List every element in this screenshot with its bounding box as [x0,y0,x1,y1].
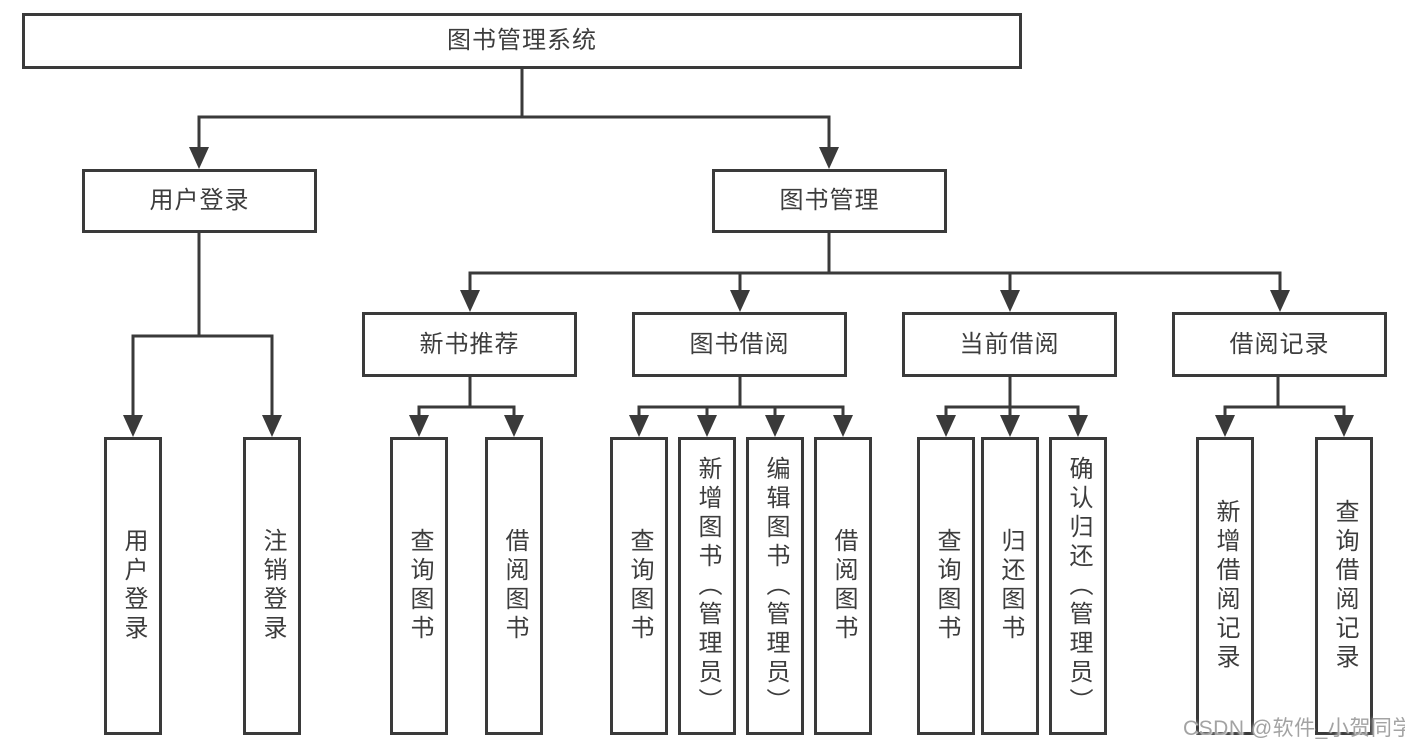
node-book-borrow: 图书借阅 [632,312,847,377]
leaf-borrow-book-label: 借阅图书 [830,528,857,644]
node-user-login: 用户登录 [82,169,317,233]
node-book-borrow-label: 图书借阅 [689,330,790,358]
leaf-query-book-current-label: 查询图书 [933,528,960,644]
leaf-edit-book-admin-label: 编辑图书（管理员） [762,455,789,717]
leaf-query-borrow-record-label: 查询借阅记录 [1331,499,1358,673]
node-borrow-records-label: 借阅记录 [1229,330,1330,358]
leaf-query-book-borrow-label: 查询图书 [626,528,653,644]
csdn-watermark: CSDN @软件_小贺同学 [1183,717,1405,740]
leaf-query-borrow-record: 查询借阅记录 [1315,437,1373,735]
leaf-query-book-recommend: 查询图书 [390,437,448,735]
node-root-label: 图书管理系统 [447,27,597,54]
leaf-logout: 注销登录 [243,437,301,735]
node-book-management-label: 图书管理 [779,187,880,214]
leaf-add-borrow-record: 新增借阅记录 [1196,437,1254,735]
node-current-borrow: 当前借阅 [902,312,1117,377]
leaf-edit-book-admin: 编辑图书（管理员） [746,437,804,735]
leaf-return-book: 归还图书 [981,437,1039,735]
leaf-query-book-current: 查询图书 [917,437,975,735]
node-new-book-recommend: 新书推荐 [362,312,577,377]
leaf-borrow-book: 借阅图书 [814,437,872,735]
arrowheads [123,147,1354,437]
leaf-user-login-label: 用户登录 [120,528,147,644]
node-new-book-recommend-label: 新书推荐 [419,330,520,358]
leaf-logout-label: 注销登录 [259,528,286,644]
leaf-confirm-return-admin: 确认归还（管理员） [1049,437,1107,735]
node-user-login-label: 用户登录 [149,187,250,214]
leaf-add-book-admin: 新增图书（管理员） [678,437,736,735]
leaf-add-borrow-record-label: 新增借阅记录 [1212,499,1239,673]
leaf-borrow-book-recommend: 借阅图书 [485,437,543,735]
node-current-borrow-label: 当前借阅 [959,330,1060,358]
leaf-confirm-return-admin-label: 确认归还（管理员） [1065,455,1092,717]
node-borrow-records: 借阅记录 [1172,312,1387,377]
leaf-query-book-borrow: 查询图书 [610,437,668,735]
leaf-query-book-recommend-label: 查询图书 [406,528,433,644]
leaf-user-login: 用户登录 [104,437,162,735]
leaf-return-book-label: 归还图书 [997,528,1024,644]
leaf-add-book-admin-label: 新增图书（管理员） [694,455,721,717]
leaf-borrow-book-recommend-label: 借阅图书 [501,528,528,644]
node-book-management: 图书管理 [712,169,947,233]
node-root: 图书管理系统 [22,13,1022,69]
